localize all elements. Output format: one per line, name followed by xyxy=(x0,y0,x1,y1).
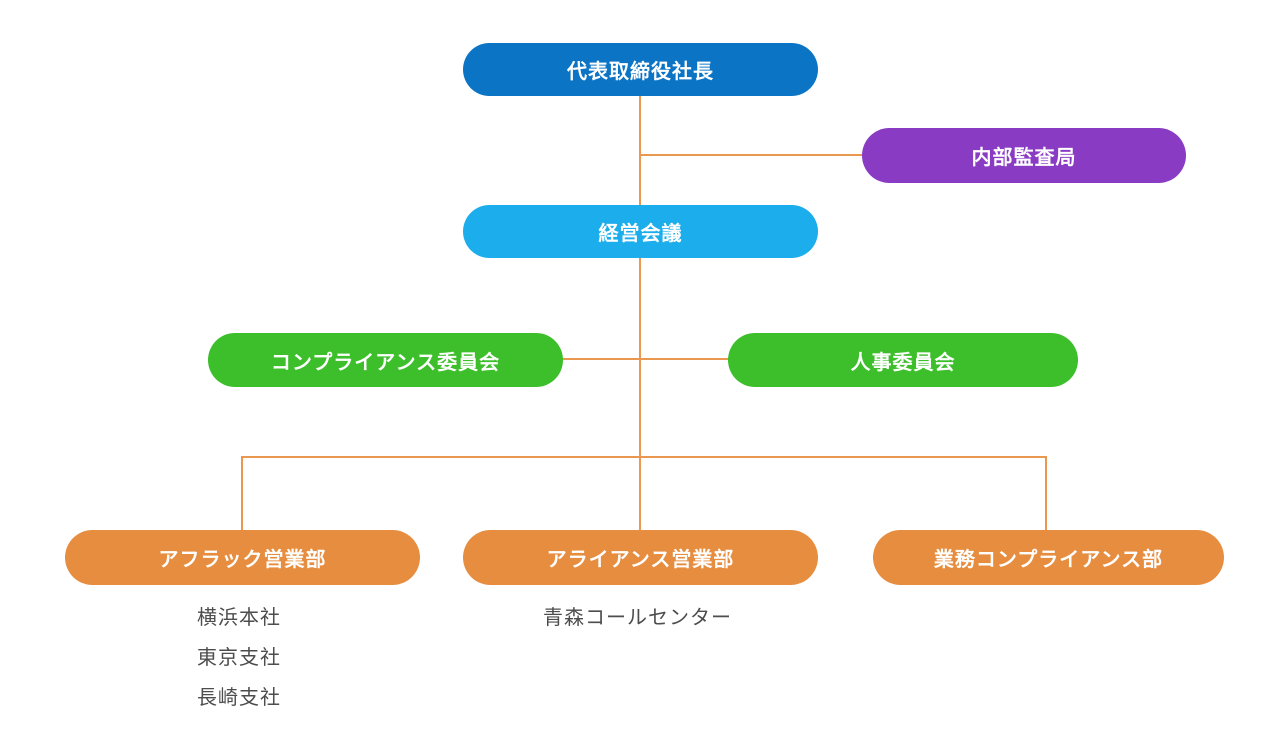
location-item: 長崎支社 xyxy=(197,687,281,709)
location-item: 横浜本社 xyxy=(197,607,281,629)
node-compliance-committee-label: コンプライアンス委員会 xyxy=(270,351,501,374)
alliance-sales-locations: 青森コールセンター xyxy=(543,598,732,638)
node-internal-audit-label: 内部監査局 xyxy=(971,147,1077,169)
node-hr-committee: 人事委員会 xyxy=(728,333,1078,387)
node-compliance-committee: コンプライアンス委員会 xyxy=(208,333,563,387)
node-aflac-sales-label: アフラック営業部 xyxy=(158,549,327,571)
connector-bottom-rail xyxy=(241,456,1047,458)
connector-to-internal-audit xyxy=(640,154,862,156)
node-internal-audit: 内部監査局 xyxy=(862,128,1186,183)
connector-president-to-meeting xyxy=(639,95,641,206)
node-management-meeting-label: 経営会議 xyxy=(598,223,683,245)
location-item: 東京支社 xyxy=(197,647,281,669)
node-aflac-sales: アフラック営業部 xyxy=(65,530,420,585)
connector-drop-business-compliance xyxy=(1045,456,1047,531)
location-item: 青森コールセンター xyxy=(543,607,732,629)
node-management-meeting: 経営会議 xyxy=(463,205,818,258)
node-president-label: 代表取締役社長 xyxy=(567,61,714,83)
node-business-compliance-label: 業務コンプライアンス部 xyxy=(933,549,1164,571)
node-alliance-sales: アライアンス営業部 xyxy=(463,530,818,585)
connector-meeting-to-alliance-sales xyxy=(639,257,641,531)
node-president: 代表取締役社長 xyxy=(463,43,818,96)
node-business-compliance: 業務コンプライアンス部 xyxy=(873,530,1224,585)
node-hr-committee-label: 人事委員会 xyxy=(850,351,956,374)
connector-committees xyxy=(562,358,729,360)
aflac-sales-locations: 横浜本社 東京支社 長崎支社 xyxy=(197,598,281,718)
connector-drop-aflac-sales xyxy=(241,456,243,531)
node-alliance-sales-label: アライアンス営業部 xyxy=(546,549,735,571)
